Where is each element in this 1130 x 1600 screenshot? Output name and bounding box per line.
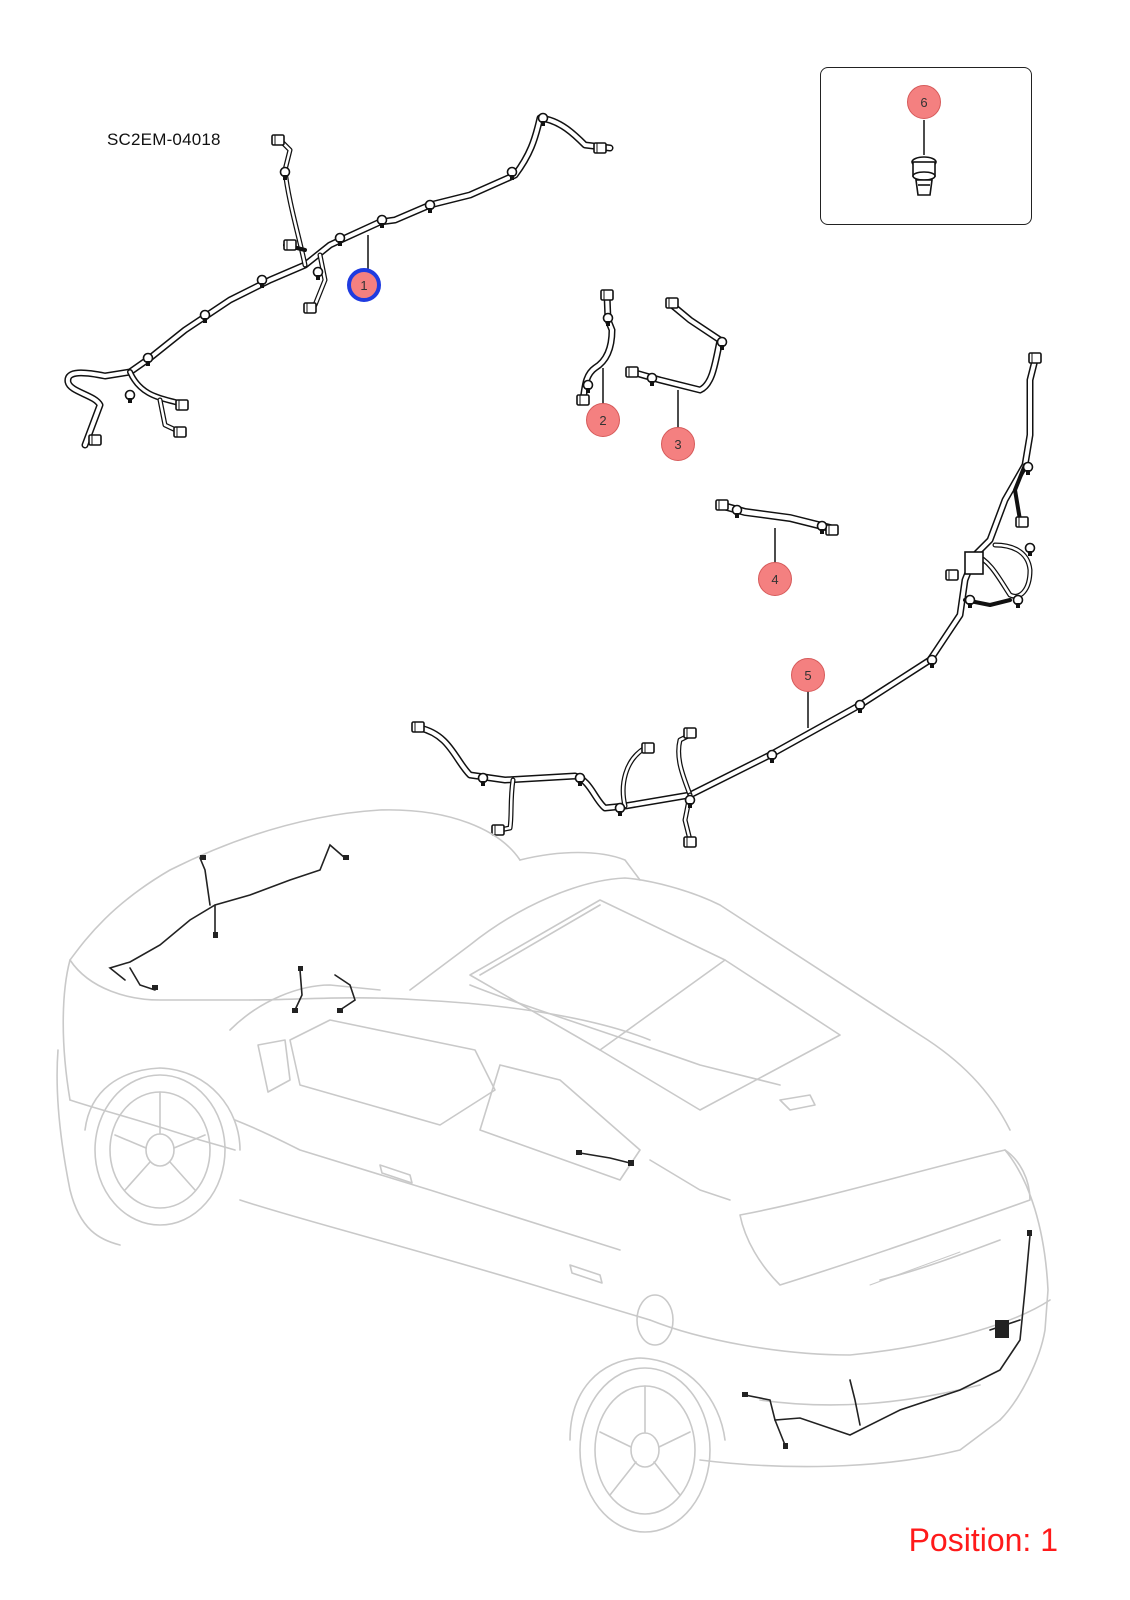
harness-rear-connectors	[411, 352, 1042, 848]
vehicle-outline	[56, 809, 1051, 1533]
inset-part-box	[820, 67, 1032, 225]
clip-part-icon	[911, 156, 937, 196]
callout-2[interactable]: 2	[586, 403, 620, 437]
position-label: Position: 1	[908, 1522, 1058, 1558]
harness-rear	[416, 356, 1039, 843]
diagram-code: SC2EM-04018	[107, 130, 221, 149]
harness-3	[628, 301, 724, 394]
callout-1[interactable]: 1	[347, 268, 381, 302]
callout-5[interactable]: 5	[791, 658, 825, 692]
harness-front	[64, 114, 614, 449]
callout-4[interactable]: 4	[758, 562, 792, 596]
callout-6[interactable]: 6	[907, 85, 941, 119]
callout-3[interactable]: 3	[661, 427, 695, 461]
vehicle-harness-connectors	[152, 855, 1032, 1449]
vehicle-harness-overlay	[108, 843, 1031, 1446]
